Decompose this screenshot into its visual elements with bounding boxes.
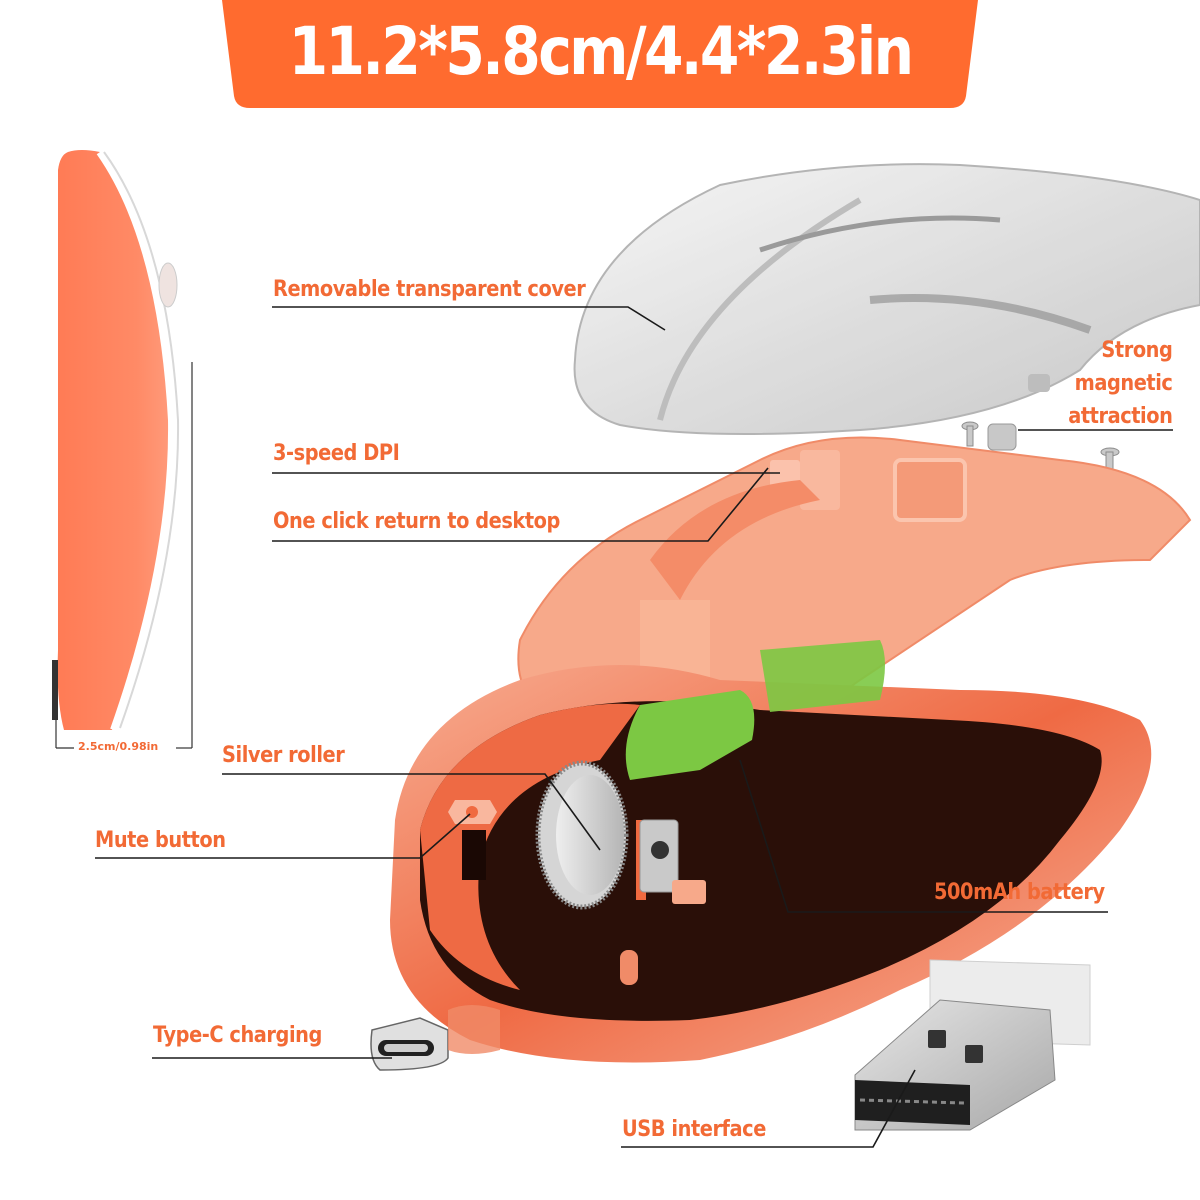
side-dimension-label: 2.5cm/0.98in [78,740,159,753]
callout-magnet-line-2: magnetic [1074,371,1172,396]
leader-lines [95,306,1173,1148]
type-c-port [370,1017,449,1071]
battery-shape [625,690,755,780]
transparent-cover [573,163,1200,435]
callout-return-desktop: One click return to desktop [273,509,560,534]
callout-magnetic-attraction: Strong magnetic attraction [1067,334,1173,433]
banner-shape [222,0,978,108]
banner-title: 11.2*5.8cm/4.4*2.3in [288,13,914,90]
usb-receiver [854,959,1091,1131]
side-view-mouse [52,149,193,749]
callout-magnet-line-3: attraction [1067,404,1173,429]
callout-silver-roller: Silver roller [222,743,345,768]
callout-battery: 500mAh battery [934,880,1105,905]
magnet-icon [1028,374,1050,392]
callout-usb: USB interface [622,1117,766,1142]
dimension-banner: 11.2*5.8cm/4.4*2.3in [222,0,978,108]
callout-magnet-line-1: Strong [1100,338,1173,363]
callout-type-c: Type-C charging [153,1023,322,1048]
callout-dpi: 3-speed DPI [273,441,400,466]
callout-mute-button: Mute button [95,828,226,853]
callout-transparent-cover: Removable transparent cover [273,277,586,302]
